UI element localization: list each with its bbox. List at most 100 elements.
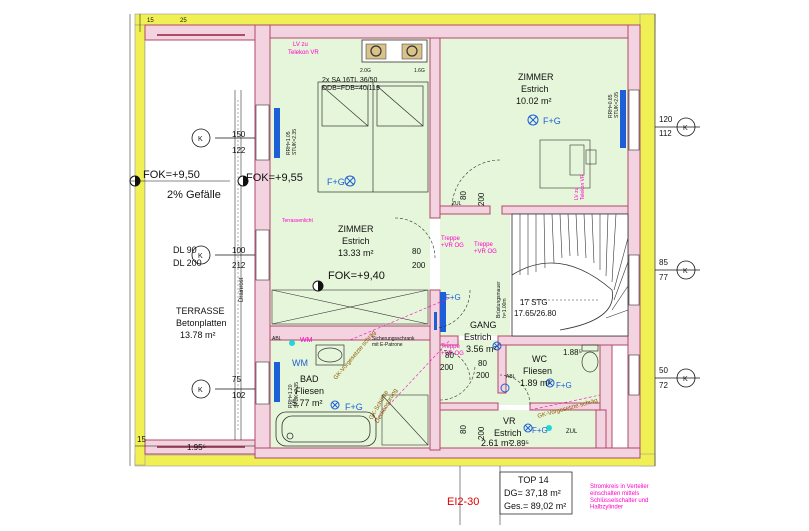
ceiling-notes bbox=[349, 297, 601, 421]
window-dim-1-bot: 122 bbox=[232, 146, 246, 155]
vr-area: 2.61 m² bbox=[481, 438, 512, 448]
room2-lv: LV zuTelekon VR bbox=[574, 174, 586, 200]
svg-text:K: K bbox=[683, 125, 688, 132]
svg-text:K: K bbox=[683, 376, 688, 383]
vr-floor: Estrich bbox=[494, 428, 522, 438]
terrace-bottom-dim: 1.95⁵ bbox=[187, 443, 206, 452]
window-dim-5-bot: 77 bbox=[659, 273, 668, 282]
room2-floor: Estrich bbox=[521, 84, 549, 94]
wc-floor: Fliesen bbox=[523, 366, 552, 376]
window-dim-6-top: 50 bbox=[659, 366, 668, 375]
hall-stair-note: Brüstungsmauerh=1.00m bbox=[496, 281, 508, 318]
bedroom-sa-2: DDB=FDB=40/119 bbox=[322, 85, 380, 92]
bed-icon bbox=[317, 81, 429, 193]
top-dim-15: 15 bbox=[147, 18, 154, 24]
window-dim-6-bot: 72 bbox=[659, 381, 668, 390]
window-dim-3-bot: 102 bbox=[232, 391, 246, 400]
vr-zul: ZUL bbox=[566, 429, 578, 435]
window-dim-5-top: 85 bbox=[659, 258, 668, 267]
hall-stair-dims: 17.65/26.80 bbox=[514, 309, 557, 318]
bath-wm-2: WM bbox=[292, 358, 308, 368]
wc-dim-200: 200 bbox=[476, 371, 490, 380]
bath-fg: F+G bbox=[345, 402, 363, 412]
terrace-drain: Drainrost bbox=[239, 277, 245, 302]
hall-stair-label: 17 STG bbox=[520, 298, 548, 307]
wc-dim-80: 80 bbox=[478, 359, 487, 368]
summary-ges: Ges.= 89,02 m² bbox=[504, 501, 566, 511]
room2-fg: F+G bbox=[543, 116, 561, 126]
window-dim-3-top: 75 bbox=[232, 375, 241, 384]
bath-abl: ABL bbox=[272, 336, 282, 342]
vr-dim-80: 80 bbox=[459, 425, 468, 434]
terrace-fok: FOK=+9,50 bbox=[143, 169, 200, 181]
hall-treppe-2: Treppe+VR OG bbox=[474, 242, 497, 255]
stove-icon bbox=[361, 39, 428, 63]
bath-wm-1: WM bbox=[300, 337, 313, 344]
terrace-area: 13.78 m² bbox=[180, 330, 216, 340]
window-dim-4-bot: 112 bbox=[659, 129, 672, 138]
door-label: EI2-30 bbox=[447, 496, 479, 508]
window-dim-4-top: 120 bbox=[659, 115, 673, 124]
hall-dim-80: 80 bbox=[412, 247, 421, 256]
wc-name: WC bbox=[532, 354, 547, 364]
terrace-name: TERRASSE bbox=[176, 306, 225, 316]
radiators bbox=[274, 90, 626, 402]
terrace-slope: 2% Gefälle bbox=[167, 189, 221, 201]
bedroom-lv-2: Telekon VR bbox=[288, 50, 319, 56]
drain-rail bbox=[234, 90, 242, 440]
svg-text:K: K bbox=[198, 253, 203, 260]
wc-fg: F+G bbox=[556, 381, 572, 390]
room2-dim-200: 200 bbox=[477, 192, 486, 206]
room2-zul: ZUL bbox=[452, 201, 462, 207]
door-swing-icon bbox=[394, 159, 531, 406]
top-dim-25: 25 bbox=[180, 18, 187, 24]
section-marker-labels: K K K K K K bbox=[198, 125, 688, 394]
vr-dim-200: 200 bbox=[477, 426, 486, 440]
hall-dim2-80: 80 bbox=[445, 351, 454, 360]
wc-dim: 1.88⁵ bbox=[563, 348, 582, 357]
summary-top: TOP 14 bbox=[518, 475, 549, 485]
terrace-left-dim: 15 bbox=[137, 435, 146, 444]
bath-area: 5.77 m² bbox=[292, 398, 323, 408]
bedroom-fok-bottom: FOK=+9,40 bbox=[328, 270, 385, 282]
cyan-dot bbox=[546, 425, 552, 431]
toilet-icon bbox=[581, 344, 599, 373]
room2-area: 10.02 m² bbox=[516, 96, 552, 106]
wc-abl: ABL bbox=[506, 374, 516, 380]
bedroom-floor: Estrich bbox=[342, 236, 370, 246]
window-dim-2-top: 100 bbox=[232, 246, 246, 255]
bedroom-small-tl: 2.0G bbox=[360, 68, 371, 74]
bedroom-rrh: RRH=1.05STUK=2.35 bbox=[286, 129, 298, 155]
bedroom-sa-1: 2x SA 16TL 36/50 bbox=[322, 77, 377, 84]
bedroom-name: ZIMMER bbox=[338, 224, 374, 234]
svg-text:K: K bbox=[198, 387, 203, 394]
bedroom-fok-top: FOK=+9,55 bbox=[246, 172, 303, 184]
bedroom-lv-1: LV zu bbox=[293, 42, 308, 48]
room2-name: ZIMMER bbox=[518, 72, 554, 82]
cyan-dot-bath bbox=[289, 340, 295, 346]
vr-fg: F+G bbox=[532, 426, 548, 435]
hall-name: GANG bbox=[470, 320, 497, 330]
wc-area: 1.89 m² bbox=[520, 378, 551, 388]
hall-area: 3.56 m² bbox=[466, 344, 497, 354]
bath-rrh: RRH=1.20STUK=2.35 bbox=[288, 382, 300, 408]
svg-text:K: K bbox=[683, 268, 688, 275]
shower-area bbox=[381, 394, 429, 446]
section-marker-icon bbox=[191, 117, 700, 399]
bath-floor: Fliesen bbox=[295, 386, 324, 396]
terrace-parapet bbox=[144, 24, 256, 455]
hall-dim-200: 200 bbox=[412, 261, 426, 270]
hall-dim2-200: 200 bbox=[440, 363, 454, 372]
bedroom-small-tr: 1.6G bbox=[414, 68, 425, 74]
terrace-dl-2: DL 200 bbox=[173, 258, 202, 268]
table-icon bbox=[539, 139, 597, 189]
hall-fg: F+G bbox=[445, 293, 461, 302]
vr-dim: 2.89⁵ bbox=[510, 439, 529, 448]
bedroom-fg: F+G bbox=[327, 177, 345, 187]
sink-icon bbox=[315, 344, 345, 366]
bedroom-terrace-light: Terrassenlicht bbox=[282, 218, 313, 224]
windows bbox=[255, 89, 640, 405]
